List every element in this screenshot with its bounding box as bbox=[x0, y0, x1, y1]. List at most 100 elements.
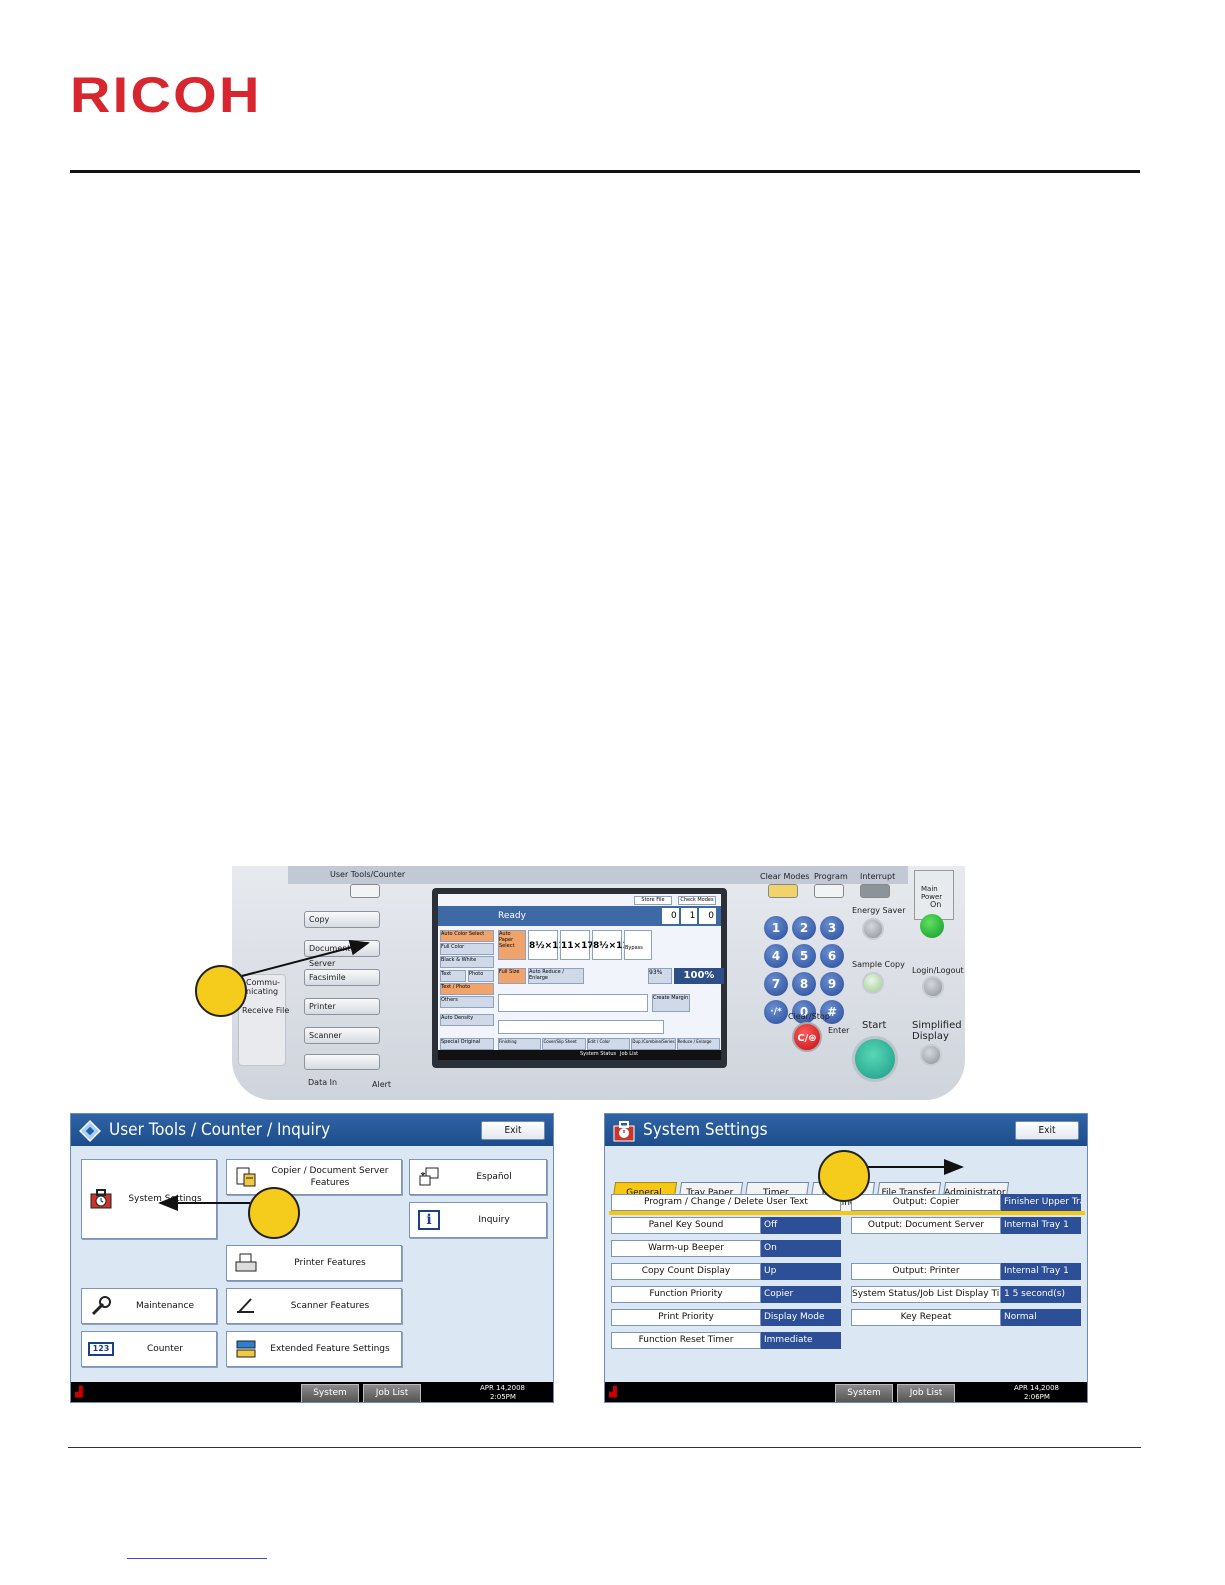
full-color-button[interactable]: Full Color bbox=[440, 943, 494, 955]
finishing-options[interactable] bbox=[498, 1020, 664, 1034]
job-list-mini[interactable]: Job List bbox=[620, 1051, 639, 1057]
system-status-button[interactable]: System Status bbox=[301, 1384, 359, 1402]
finishing-tab[interactable]: Finishing bbox=[498, 1038, 542, 1050]
key-0[interactable]: 0 bbox=[792, 1000, 816, 1024]
job-list-button[interactable]: Job List bbox=[363, 1384, 421, 1402]
scanner-features-button[interactable]: Scanner Features bbox=[226, 1288, 402, 1324]
paper-tray-3-button[interactable]: 8½×11 bbox=[592, 930, 629, 960]
key-star[interactable]: ·/* bbox=[764, 1000, 788, 1024]
energy-saver-button[interactable] bbox=[862, 918, 884, 940]
setting-row-value: Internal Tray 1 bbox=[1001, 1263, 1081, 1280]
key-8[interactable]: 8 bbox=[792, 972, 816, 996]
clear-modes-button[interactable] bbox=[768, 884, 798, 898]
auto-reduce-enlarge-button[interactable]: Auto Reduce / Enlarge bbox=[528, 968, 584, 984]
facsimile-button[interactable]: Facsimile bbox=[304, 969, 380, 986]
bottom-function-tabs: Finishing Cover/Slip Sheet Edit / Color … bbox=[498, 1038, 721, 1050]
maintenance-button[interactable]: Maintenance bbox=[81, 1288, 217, 1324]
key-4[interactable]: 4 bbox=[764, 944, 788, 968]
key-3[interactable]: 3 bbox=[820, 916, 844, 940]
user-tools-icon bbox=[79, 1120, 101, 1142]
store-file-button[interactable]: Store File bbox=[634, 896, 672, 905]
system-settings-status-bar: ▟ System Status Job List APR 14,20082:06… bbox=[605, 1382, 1087, 1402]
printer-button[interactable]: Printer bbox=[304, 998, 380, 1015]
inquiry-button[interactable]: i Inquiry bbox=[409, 1202, 547, 1238]
printer-features-button[interactable]: Printer Features bbox=[226, 1245, 402, 1281]
printer-features-label: Printer Features bbox=[294, 1258, 366, 1268]
job-list-button[interactable]: Job List bbox=[897, 1384, 955, 1402]
blank-function-button[interactable] bbox=[304, 1054, 380, 1070]
counter-button[interactable]: 123 Counter bbox=[81, 1331, 217, 1367]
special-original-button[interactable]: Special Original bbox=[440, 1038, 494, 1050]
start-button[interactable] bbox=[852, 1036, 898, 1082]
key-hash[interactable]: # bbox=[820, 1000, 844, 1024]
copier-features-button[interactable]: Copier / Document Server Features bbox=[226, 1159, 402, 1195]
espanol-button[interactable]: Español bbox=[409, 1159, 547, 1195]
interrupt-button[interactable] bbox=[860, 884, 890, 898]
system-settings-button[interactable]: System Settings bbox=[81, 1159, 217, 1239]
duplex-options[interactable] bbox=[498, 994, 648, 1012]
auto-color-select-button[interactable]: Auto Color Select bbox=[440, 930, 494, 942]
copy-button[interactable]: Copy bbox=[304, 911, 380, 928]
paper-tray-1-button[interactable]: 8½×11 bbox=[528, 930, 565, 960]
copy-screen[interactable]: Store File Check Modes Ready 0 1 0 Auto … bbox=[438, 894, 724, 1060]
main-power-button[interactable] bbox=[920, 914, 944, 938]
sample-copy-button[interactable] bbox=[862, 972, 884, 994]
exit-button[interactable]: Exit bbox=[481, 1121, 545, 1140]
system-status-mini[interactable]: System Status bbox=[580, 1051, 617, 1057]
black-white-button[interactable]: Black & White bbox=[440, 956, 494, 968]
setting-row-label: Function Priority bbox=[611, 1286, 761, 1303]
exit-button[interactable]: Exit bbox=[1015, 1121, 1079, 1140]
check-modes-button[interactable]: Check Modes bbox=[678, 896, 716, 905]
key-1[interactable]: 1 bbox=[764, 916, 788, 940]
login-logout-button[interactable] bbox=[922, 976, 944, 998]
auto-paper-select-button[interactable]: Auto Paper Select bbox=[498, 930, 526, 960]
setting-row[interactable]: Program / Change / Delete User Text bbox=[611, 1194, 841, 1211]
footer-divider bbox=[68, 1447, 1141, 1448]
program-label: Program bbox=[814, 872, 848, 881]
extended-feature-settings-button[interactable]: Extended Feature Settings bbox=[226, 1331, 402, 1367]
receive-file-label: Receive File bbox=[242, 1006, 290, 1015]
alert-label: Alert bbox=[372, 1080, 392, 1089]
edit-color-tab[interactable]: Edit / Color bbox=[586, 1038, 631, 1050]
key-6[interactable]: 6 bbox=[820, 944, 844, 968]
system-status-button[interactable]: System Status bbox=[835, 1384, 893, 1402]
others-mode-button[interactable]: Others bbox=[440, 996, 494, 1008]
zoom-preset-button[interactable]: 93% bbox=[648, 968, 672, 984]
user-tools-button[interactable] bbox=[350, 884, 380, 898]
scanner-button[interactable]: Scanner bbox=[304, 1027, 380, 1044]
key-2[interactable]: 2 bbox=[792, 916, 816, 940]
create-margin-button[interactable]: Create Margin bbox=[652, 994, 690, 1012]
simplified-display-button[interactable] bbox=[920, 1044, 942, 1066]
key-7[interactable]: 7 bbox=[764, 972, 788, 996]
paper-tray-2-button[interactable]: 11×17 bbox=[560, 930, 594, 960]
system-settings-title: System Settings bbox=[643, 1120, 768, 1140]
communicating-label: Commu- nicating bbox=[246, 978, 281, 996]
text-mode-button[interactable]: Text bbox=[440, 970, 466, 982]
auto-density-button[interactable]: Auto Density bbox=[440, 1014, 494, 1026]
bypass-button[interactable]: Bypass bbox=[624, 930, 652, 960]
key-5[interactable]: 5 bbox=[792, 944, 816, 968]
dup-combine-tab[interactable]: Dup./Combine/Series bbox=[631, 1038, 676, 1050]
text-photo-mode-button[interactable]: Text / Photo bbox=[440, 983, 494, 995]
document-server-button[interactable]: Document Server bbox=[304, 940, 380, 968]
key-9[interactable]: 9 bbox=[820, 972, 844, 996]
photo-mode-button[interactable]: Photo bbox=[468, 970, 494, 982]
system-settings-title-bar: System Settings Exit bbox=[605, 1114, 1087, 1146]
program-button[interactable] bbox=[814, 884, 844, 898]
reduce-enlarge-tab[interactable]: Reduce / Enlarge bbox=[676, 1038, 721, 1050]
clear-stop-button[interactable]: C/⊛ bbox=[792, 1022, 822, 1052]
cover-slip-tab[interactable]: Cover/Slip Sheet bbox=[542, 1038, 586, 1050]
interrupt-label: Interrupt bbox=[860, 872, 896, 881]
full-size-button[interactable]: Full Size bbox=[498, 968, 526, 984]
